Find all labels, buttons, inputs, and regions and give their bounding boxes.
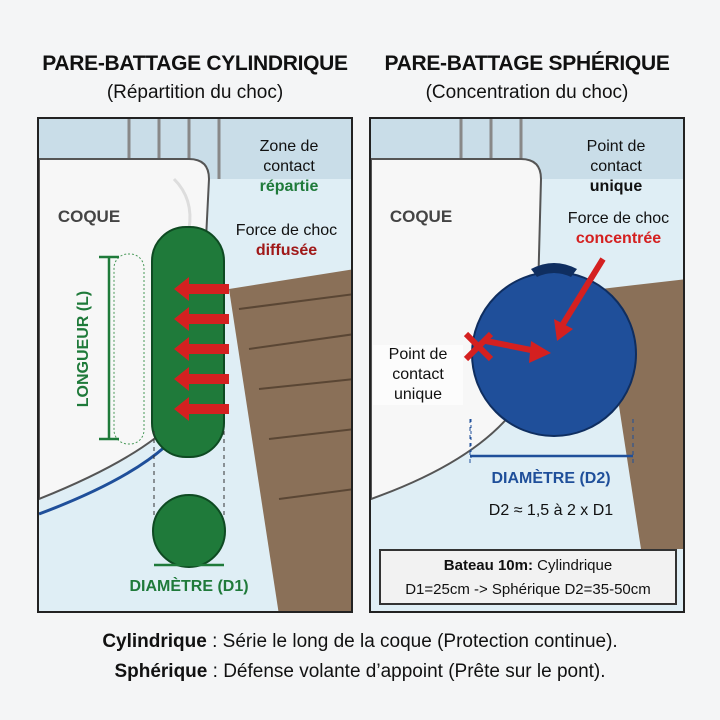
force-label: Force de choc diffusée [235,222,338,259]
left-subtitle: (Répartition du choc) [106,82,284,103]
hull-label: COQUE [389,207,453,226]
footer-line-2: Sphérique : Défense volante d’appoint (P… [114,661,606,682]
hull-label: COQUE [57,207,121,226]
ratio-label: D2 ≈ 1,5 à 2 x D1 [488,502,614,519]
spherical-illustration [371,119,683,549]
left-contact-label: Point de contact unique [373,345,463,405]
length-label: LONGUEUR (L) [75,290,92,408]
diameter-label: DIAMÈTRE (D2) [491,470,611,487]
right-title: PARE-BATTAGE SPHÉRIQUE [384,52,670,75]
right-subtitle: (Concentration du choc) [425,82,629,103]
info-box: Bateau 10m: Cylindrique D1=25cm -> Sphér… [379,549,677,605]
contact-point-label: Point de contact unique [586,138,646,195]
cylindrical-illustration [39,119,351,611]
footer-line-1: Cylindrique : Série le long de la coque … [102,631,618,652]
contact-zone-label: Zone de contact répartie [259,138,319,195]
cylindrical-panel: COQUE Zone de contact répartie Force de … [37,117,353,613]
diameter-label: DIAMÈTRE (D1) [129,578,249,595]
force-arrows [174,277,229,421]
left-title: PARE-BATTAGE CYLINDRIQUE [42,52,348,75]
force-label: Force de choc concentrée [567,210,670,247]
spherical-panel: COQUE Point de contact unique Force de c… [369,117,685,613]
